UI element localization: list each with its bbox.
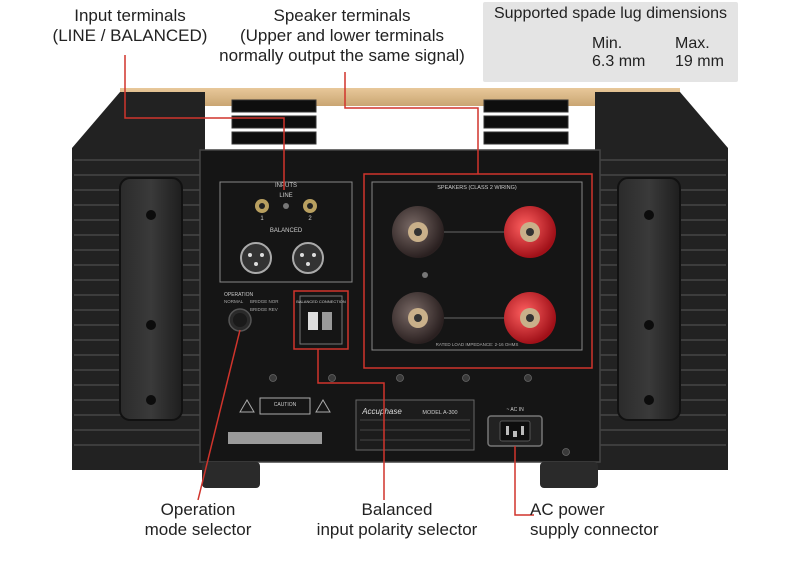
top-vents (231, 99, 569, 145)
line-ch2-text: 2 (308, 216, 312, 222)
spade-min-label: Min. (592, 35, 623, 52)
ac-power-line1: AC power (530, 500, 605, 519)
speaker-terminals-line1: Speaker terminals (273, 6, 411, 25)
speaker-terminals-label: Speaker terminals (Upper and lower termi… (212, 6, 472, 66)
ac-inlet[interactable] (487, 415, 543, 447)
brand-text: Accuphase (361, 407, 402, 416)
spade-min-value: 6.3 mm (592, 53, 646, 70)
op-bridge-nor-text: BRIDGE NOR (250, 299, 279, 304)
model-text: MODEL A-300 (422, 410, 457, 416)
ac-power-label: AC power supply connector (530, 500, 700, 540)
operation-text: OPERATION (224, 292, 253, 298)
balanced-text: BALANCED (270, 228, 303, 234)
speaker-lower-positive-post[interactable] (504, 292, 556, 344)
speakers-text: SPEAKERS (CLASS 2 WIRING) (437, 185, 517, 191)
speaker-lower-negative-post[interactable] (392, 292, 444, 344)
left-foot (202, 462, 260, 488)
operation-mode-label: Operation mode selector (118, 500, 278, 540)
spade-max-dimension: Max. 19 mm (675, 35, 724, 71)
spade-max-label: Max. (675, 35, 710, 52)
balanced-polarity-line2: input polarity selector (316, 520, 478, 539)
input-terminals-line1: Input terminals (74, 6, 186, 25)
op-normal-text: NORMAL (224, 299, 244, 304)
speaker-upper-negative-post[interactable] (392, 206, 444, 258)
balanced-connection-section (299, 295, 343, 345)
rated-load-text: RATED LOAD IMPEDANCE: 2-16 OHMS (436, 342, 519, 347)
balanced-highlight-box (293, 290, 349, 350)
balanced-polarity-line1: Balanced (361, 500, 433, 519)
callout-speaker (344, 72, 479, 174)
callout-balanced (317, 349, 385, 500)
serial-plate (228, 432, 322, 444)
right-foot (540, 462, 598, 488)
balanced-polarity-label: Balanced input polarity selector (292, 500, 502, 540)
rca-input-1[interactable] (255, 199, 269, 213)
spade-max-value: 19 mm (675, 53, 724, 70)
input-terminals-label: Input terminals (LINE / BALANCED) (40, 6, 220, 46)
balanced-connection-text: BALANCED CONNECTION (296, 299, 346, 304)
speaker-upper-positive-post[interactable] (504, 206, 556, 258)
xlr-input-2[interactable] (292, 242, 324, 274)
speaker-terminals-line3: normally output the same signal) (219, 46, 465, 65)
callout-input (124, 55, 285, 190)
caution-label: CAUTION (239, 397, 331, 415)
inputs-text: INPUTS (275, 183, 297, 189)
operation-mode-knob[interactable] (228, 308, 252, 332)
callout-ac (514, 446, 534, 516)
rca-input-2[interactable] (303, 199, 317, 213)
left-handle (119, 177, 183, 421)
op-bridge-rev-text: BRIDGE REV (250, 307, 278, 312)
callout-operation (197, 329, 241, 501)
model-plate (355, 399, 475, 451)
line-text: LINE (279, 193, 292, 199)
spade-lug-box: Supported spade lug dimensions Min. 6.3 … (483, 2, 738, 82)
right-handle (617, 177, 681, 421)
spade-min-dimension: Min. 6.3 mm (592, 35, 645, 71)
speakers-section (371, 181, 583, 351)
callout-lines (124, 55, 534, 516)
polarity-switch[interactable] (308, 312, 332, 330)
input-terminals-line2: (LINE / BALANCED) (52, 26, 208, 45)
spade-lug-title: Supported spade lug dimensions (493, 5, 728, 22)
speaker-terminals-line2: (Upper and lower terminals (239, 26, 445, 45)
line-ch1-text: 1 (260, 216, 264, 222)
operation-mode-line2: mode selector (144, 520, 252, 539)
panel-screws (269, 374, 570, 456)
xlr-input-1[interactable] (240, 242, 272, 274)
ac-power-line2: supply connector (530, 520, 659, 539)
caution-text: CAUTION (274, 402, 297, 408)
operation-mode-line1: Operation (160, 500, 236, 519)
ac-in-text: ~ AC IN (506, 407, 524, 413)
inputs-section (219, 181, 353, 283)
